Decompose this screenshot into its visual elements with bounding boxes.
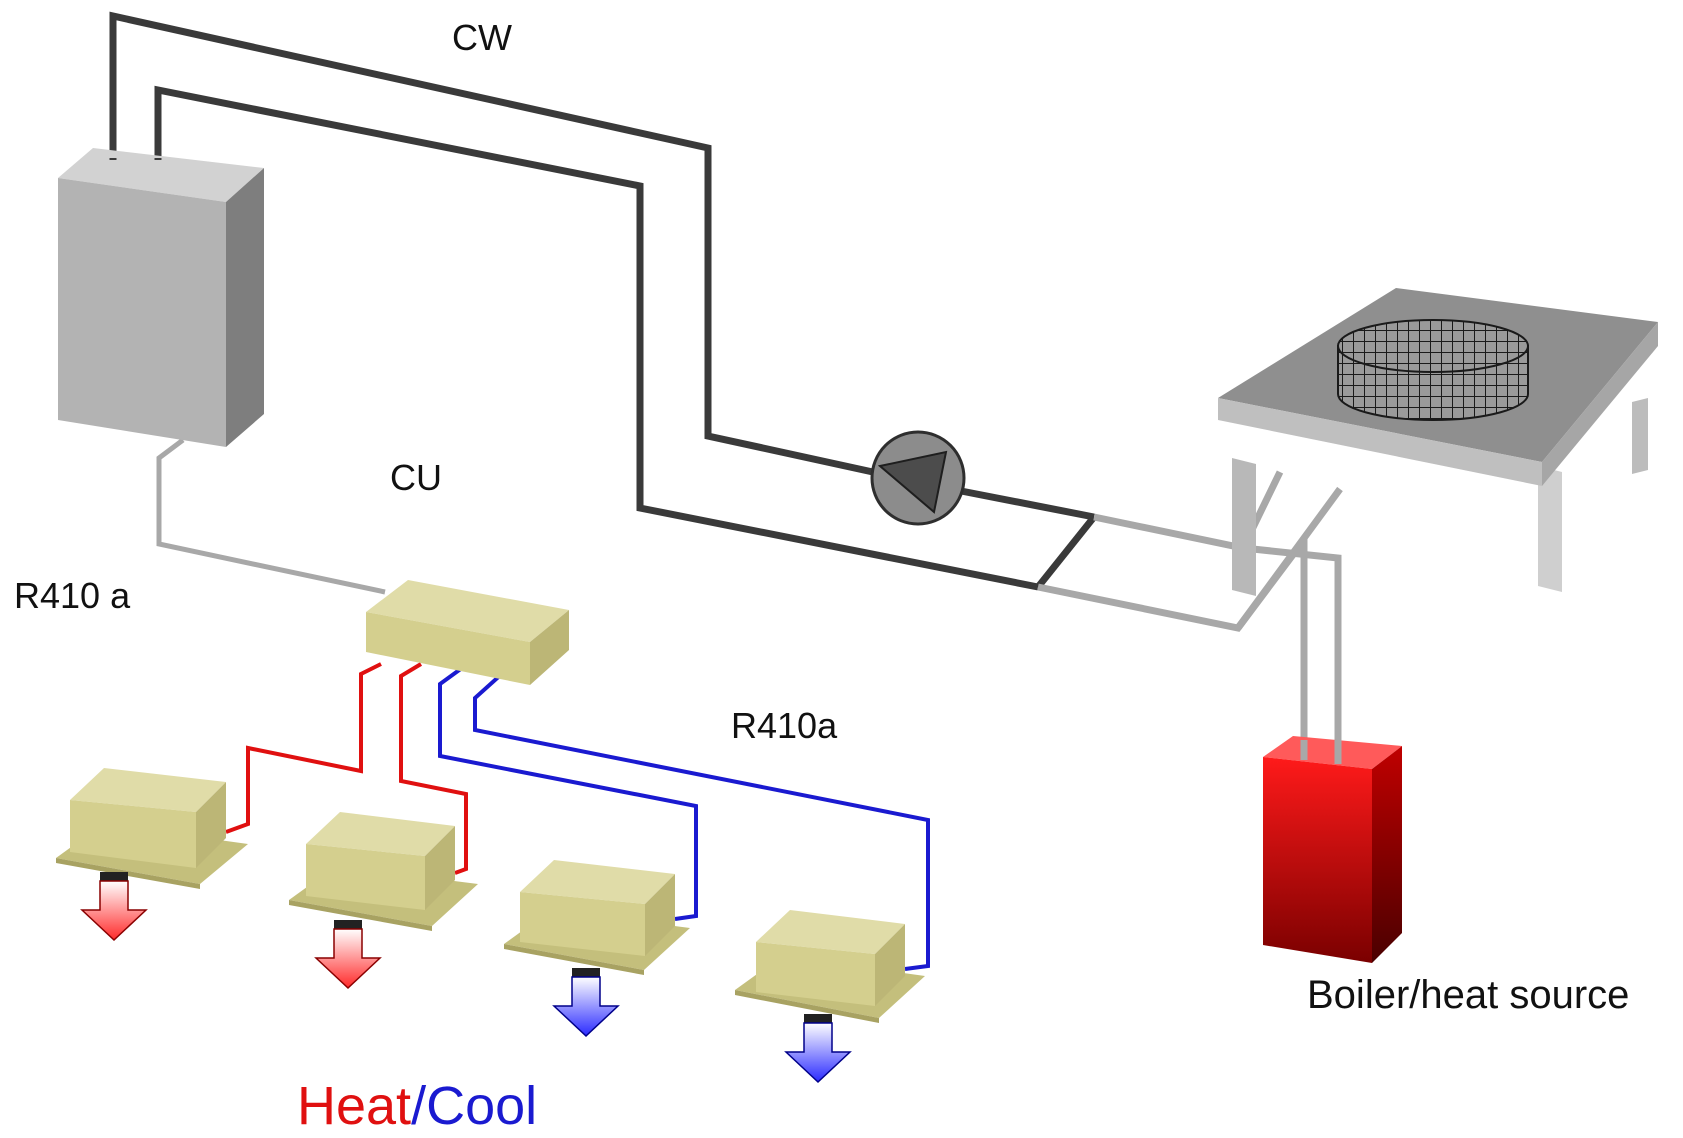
- dry-cooler-leg-back: [1632, 398, 1648, 474]
- indoor-unit-2: [289, 812, 478, 931]
- cw-return-pipe: [154, 85, 1039, 591]
- cw-label: CW: [452, 17, 512, 58]
- heat-cool-label: Heat/Cool: [297, 1076, 537, 1133]
- heat-arrow-down-icon: [314, 920, 382, 990]
- r410a-left-label: R410 a: [14, 575, 131, 616]
- cu-unit: [366, 580, 569, 685]
- indoor-unit-4: [735, 910, 925, 1023]
- dry-cooler-side: [1542, 322, 1658, 486]
- boiler-front: [1263, 757, 1372, 963]
- cu-label: CU: [390, 457, 442, 498]
- cw-pump-outlet-pipe: [955, 486, 1095, 521]
- boiler-label: Boiler/heat source: [1307, 973, 1629, 1017]
- cool-line-unit-4: [473, 660, 930, 971]
- cool-label: Cool: [426, 1076, 537, 1133]
- r410a-right-label: R410a: [731, 705, 838, 746]
- refrigerant-lines: [225, 660, 930, 971]
- boiler-side: [1372, 746, 1402, 963]
- cool-arrow-down-icon: [784, 1014, 852, 1084]
- lower-grey-pipe: [1037, 529, 1308, 740]
- heat-arrow-down-icon: [80, 872, 148, 942]
- cw-water-pipes: [109, 11, 1097, 591]
- indoor-unit-1: [56, 768, 248, 889]
- slash-label: /: [411, 1076, 426, 1133]
- dry-cooler-leg-left: [1232, 458, 1256, 596]
- heat-line-unit-2: [399, 662, 468, 875]
- indoor-unit-3: [504, 860, 690, 975]
- boiler-unit: [1263, 736, 1402, 963]
- cu-top: [366, 580, 569, 642]
- cu-side: [530, 610, 569, 685]
- lower-grey-branch: [1235, 486, 1343, 631]
- upper-grey-branch: [1242, 544, 1342, 740]
- dry-cooler-leg-right: [1538, 466, 1562, 592]
- cool-arrow-down-icon: [552, 968, 620, 1038]
- dry-cooler-unit: [1218, 288, 1658, 596]
- pump-icon: [870, 430, 966, 526]
- dry-cooler-front: [1218, 398, 1542, 486]
- fan-grille-icon: [1337, 319, 1529, 421]
- cw-crossover-pipe: [1035, 514, 1097, 590]
- cw-supply-pipe: [109, 11, 883, 478]
- heat-pump-front: [58, 178, 226, 447]
- boiler-top: [1263, 736, 1402, 769]
- heat-pump-top: [58, 148, 264, 202]
- cool-line-unit-3: [438, 666, 698, 921]
- heat-pump-unit: [58, 148, 264, 447]
- r410a-pipe-to-cu: [156, 438, 386, 595]
- heat-line-unit-1: [225, 662, 382, 834]
- heat-label: Heat: [297, 1076, 411, 1133]
- cu-front: [366, 612, 530, 685]
- heat-pump-side: [226, 168, 264, 447]
